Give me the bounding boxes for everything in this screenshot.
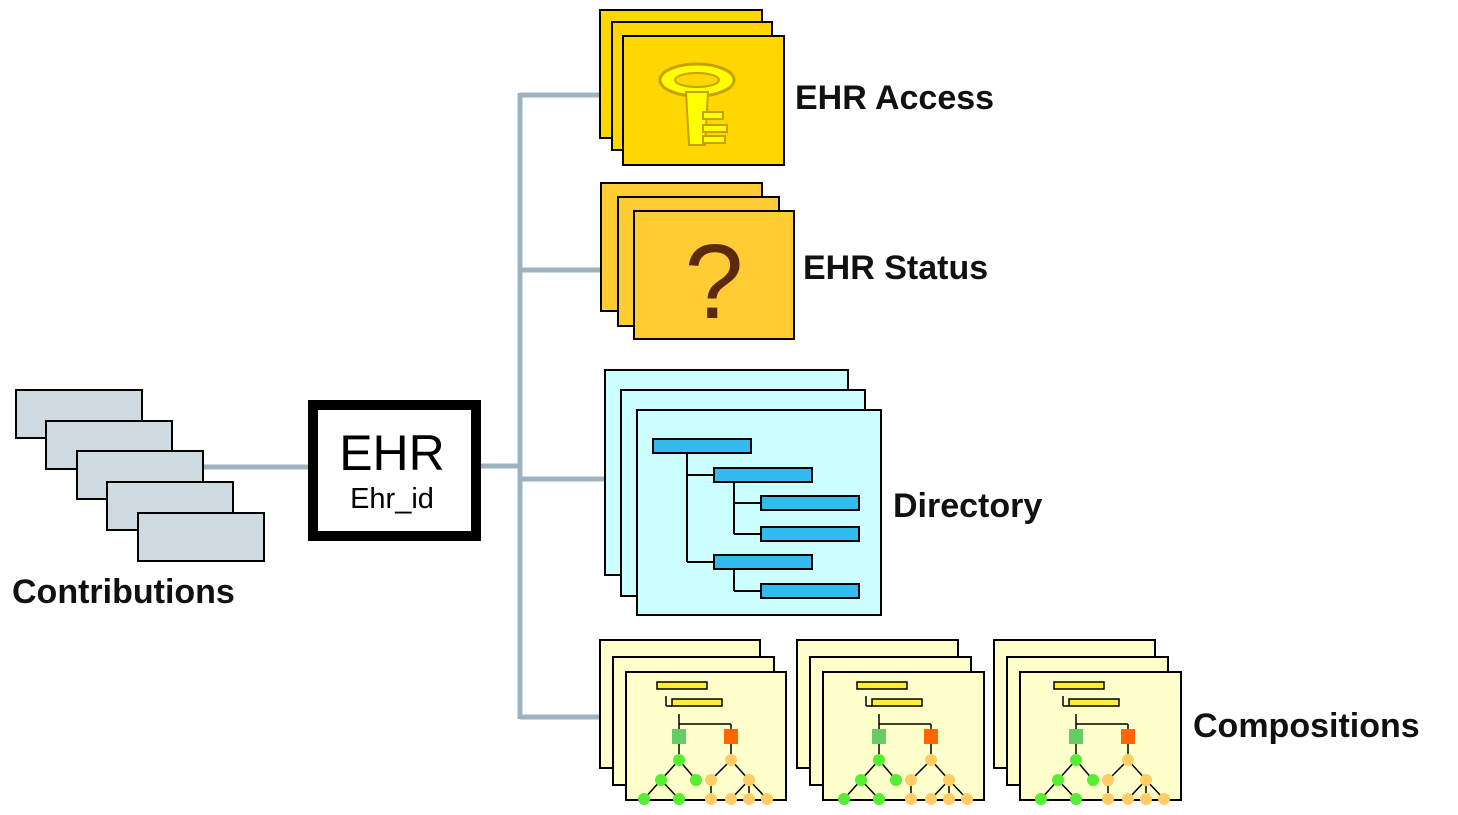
composition-card <box>625 671 787 801</box>
ehr-title: EHR <box>339 425 445 481</box>
directory-stack <box>604 369 882 616</box>
contributions-label: Contributions <box>12 573 235 611</box>
folder-tree-icon <box>652 438 860 599</box>
ehr-box <box>308 400 481 541</box>
key-icon <box>658 62 736 146</box>
composition-card <box>822 671 985 801</box>
question-mark-icon: ? <box>685 223 744 341</box>
composition-stack-1 <box>599 639 787 806</box>
ehr-id-label: Ehr_id <box>350 483 434 515</box>
status-card <box>633 210 795 340</box>
composition-stack-3 <box>993 639 1182 806</box>
contributions-stack <box>15 389 265 562</box>
directory-label: Directory <box>893 487 1042 525</box>
compositions-label: Compositions <box>1193 707 1420 745</box>
contribution-card <box>137 512 265 562</box>
ehr-access-label: EHR Access <box>795 79 994 117</box>
composition-stack-2 <box>796 639 985 806</box>
ehr-status-stack <box>600 182 795 340</box>
connectors <box>204 92 607 720</box>
composition-card <box>1019 671 1182 801</box>
ehr-status-label: EHR Status <box>803 249 988 287</box>
